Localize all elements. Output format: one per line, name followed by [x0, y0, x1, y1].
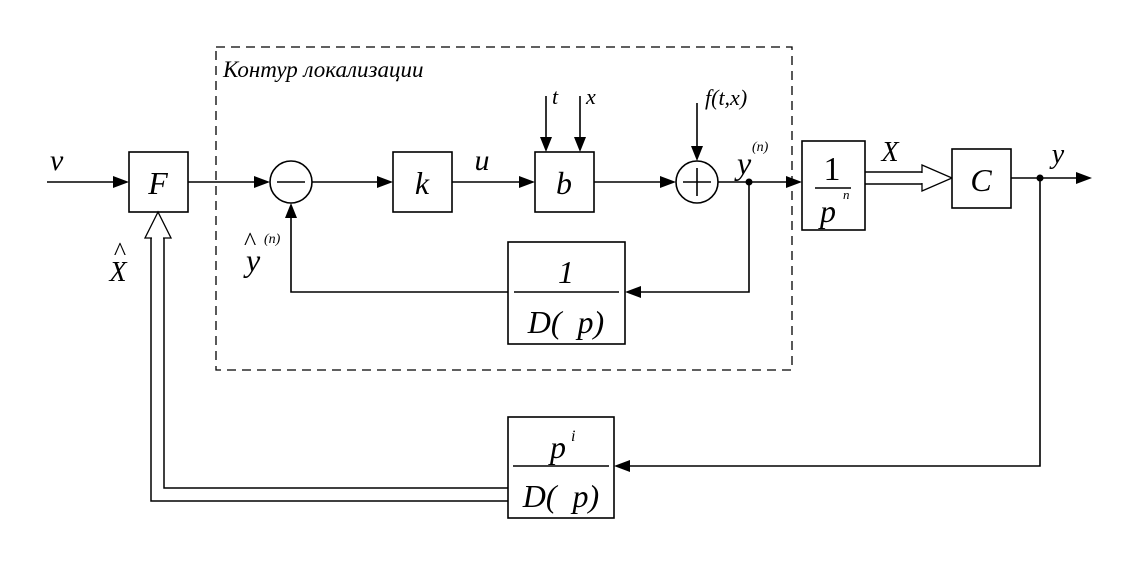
integrator-exponent: n	[843, 187, 850, 202]
k-input-arrowhead	[377, 176, 393, 188]
block-b	[534, 151, 595, 213]
integrator-denominator: p	[818, 193, 836, 229]
block-F-label: F	[147, 165, 168, 201]
signal-yn-label: y	[734, 145, 752, 181]
outer-filter-numerator: p	[548, 429, 566, 465]
input-arrowhead	[113, 176, 129, 188]
signal-yhat-superscript: (n)	[264, 232, 281, 247]
signal-u-label: u	[475, 144, 490, 177]
inner-filter-arrowhead	[625, 286, 641, 298]
signal-y-label: y	[1049, 139, 1065, 170]
estimate-feedback-line	[290, 215, 508, 293]
output-arrowhead	[1076, 172, 1092, 184]
signal-x-label: x	[585, 84, 596, 109]
summer-minus-arrowhead	[254, 176, 270, 188]
integrator-numerator: 1	[824, 151, 841, 188]
outer-feedback-line	[626, 178, 1041, 467]
localization-contour-label: Контур локализации	[222, 57, 424, 82]
localization-contour-boundary	[215, 46, 793, 371]
block-b-label: b	[556, 165, 572, 201]
outer-filter-arrowhead	[614, 460, 630, 472]
block-outer-filter	[507, 416, 615, 519]
block-C-label: C	[970, 162, 992, 198]
outer-filter-denominator: D( p)	[522, 478, 599, 514]
disturbance-arrowhead	[691, 146, 703, 161]
signal-yn-superscript: (n)	[752, 140, 769, 155]
signal-Xhat-hat: ^	[114, 237, 126, 266]
block-F	[128, 151, 189, 213]
signal-v-label: v	[50, 144, 64, 177]
integrator-input-arrowhead	[786, 176, 802, 188]
b-input-arrowhead	[519, 176, 535, 188]
block-k-label: k	[415, 165, 430, 201]
signal-X-label: X	[880, 137, 899, 168]
signal-t-label: t	[552, 84, 559, 109]
x-input-arrowhead	[574, 137, 586, 152]
outer-filter-exponent: i	[571, 428, 575, 445]
t-input-arrowhead	[540, 137, 552, 152]
block-k	[392, 151, 453, 213]
block-inner-filter	[507, 241, 626, 345]
signal-Xhat-label: X	[108, 257, 127, 288]
signal-disturbance-label: f(t,x)	[705, 85, 747, 110]
summer-feedback-arrowhead	[285, 203, 297, 218]
state-estimate-line-outer	[150, 238, 508, 502]
signal-yhat-hat: ^	[244, 227, 256, 256]
adder-input-arrowhead	[660, 176, 676, 188]
state-estimate-line-inner	[163, 238, 508, 489]
block-integrator	[801, 140, 866, 231]
block-C	[951, 148, 1012, 209]
state-vector-arrowhead	[921, 164, 954, 192]
inner-feedback-line	[637, 182, 750, 293]
inner-filter-numerator: 1	[558, 254, 574, 290]
inner-filter-denominator: D( p)	[527, 304, 604, 340]
signal-yhat-label: y	[243, 242, 261, 278]
state-estimate-arrowhead	[143, 210, 173, 239]
